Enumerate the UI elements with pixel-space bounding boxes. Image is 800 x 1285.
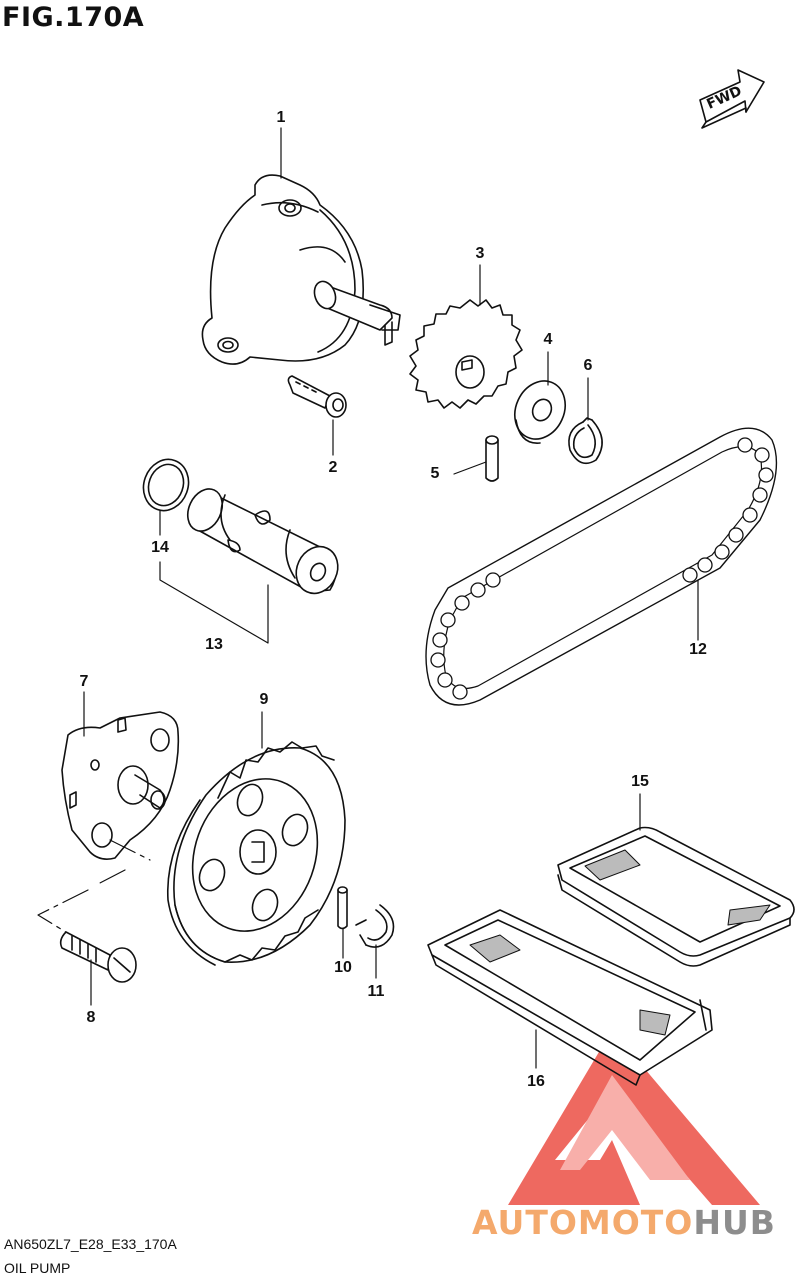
part-3-sprocket-icon [410,300,522,408]
part-10-pin-icon [338,887,347,929]
part-16-gasket-icon [428,910,712,1085]
part-8-screw-icon [61,932,136,982]
callout-2[interactable]: 2 [328,459,338,476]
part-15-filter-icon [558,828,794,967]
callout-4[interactable]: 4 [543,331,553,348]
watermark-text-part2: HUB [693,1203,776,1242]
part-7-pump-body-icon [62,712,178,859]
callout-10[interactable]: 10 [334,959,352,976]
part-2-bolt-icon [288,376,346,417]
watermark-logo [508,1030,760,1205]
callout-3[interactable]: 3 [475,245,485,262]
part-11-e-clip-icon [356,905,394,947]
fwd-arrow-icon [700,70,764,128]
leader-7-8 [38,840,150,950]
leader-13 [160,562,268,643]
part-1-pump-cover-icon [202,175,400,364]
callout-7[interactable]: 7 [79,673,89,690]
callout-6[interactable]: 6 [583,357,593,374]
diagram-name: OIL PUMP [4,1260,71,1276]
callout-13[interactable]: 13 [205,636,223,653]
callout-15[interactable]: 15 [631,773,649,790]
callout-14[interactable]: 14 [151,539,169,556]
part-12-chain-icon [426,428,776,705]
callout-11[interactable]: 11 [367,983,385,1000]
part-4-washer-icon [506,373,575,448]
part-5-pin-icon [486,436,498,481]
diagram-code: AN650ZL7_E28_E33_170A [4,1236,177,1252]
callout-5[interactable]: 5 [430,465,440,482]
part-9-gear-icon [168,742,345,965]
part-13-relief-valve-icon [181,483,345,600]
figure-title: FIG.170A [2,2,145,33]
callout-8[interactable]: 8 [86,1009,96,1026]
callout-9[interactable]: 9 [259,691,269,708]
part-6-circlip-icon [569,418,602,463]
part-14-o-ring-icon [136,453,195,517]
leader-lines [84,128,698,1068]
watermark-text: AUTOMOTOHUB [472,1203,776,1242]
watermark-text-part1: AUTOMOTO [472,1203,694,1242]
callout-12[interactable]: 12 [689,641,707,658]
callout-16[interactable]: 16 [527,1073,545,1090]
callout-1[interactable]: 1 [276,109,286,126]
